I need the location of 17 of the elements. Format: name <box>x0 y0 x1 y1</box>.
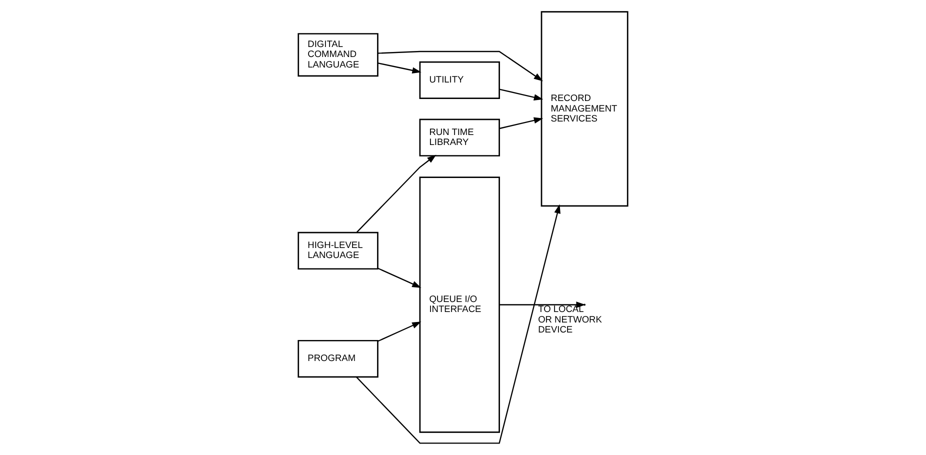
arrow <box>499 88 544 100</box>
node-box: RECORD MANAGEMENT SERVICES <box>540 11 628 207</box>
node-box: UTILITY <box>419 61 500 99</box>
node-box: QUEUE I/O INTERFACE <box>419 176 500 433</box>
node-box: PROGRAM <box>298 340 378 378</box>
arrow <box>356 204 560 444</box>
arrow <box>378 322 422 342</box>
arrow <box>499 302 586 308</box>
node-box: HIGH-LEVEL LANGUAGE <box>298 232 378 270</box>
arrow <box>356 154 436 233</box>
arrow <box>499 117 544 130</box>
arrow <box>378 268 422 288</box>
edge-label: TO LOCAL OR NETWORK DEVICE <box>538 304 602 334</box>
node-box: RUN TIME LIBRARY <box>419 118 500 156</box>
arrow <box>378 62 422 74</box>
arrow <box>378 50 543 82</box>
node-box: DIGITAL COMMAND LANGUAGE <box>298 33 378 77</box>
